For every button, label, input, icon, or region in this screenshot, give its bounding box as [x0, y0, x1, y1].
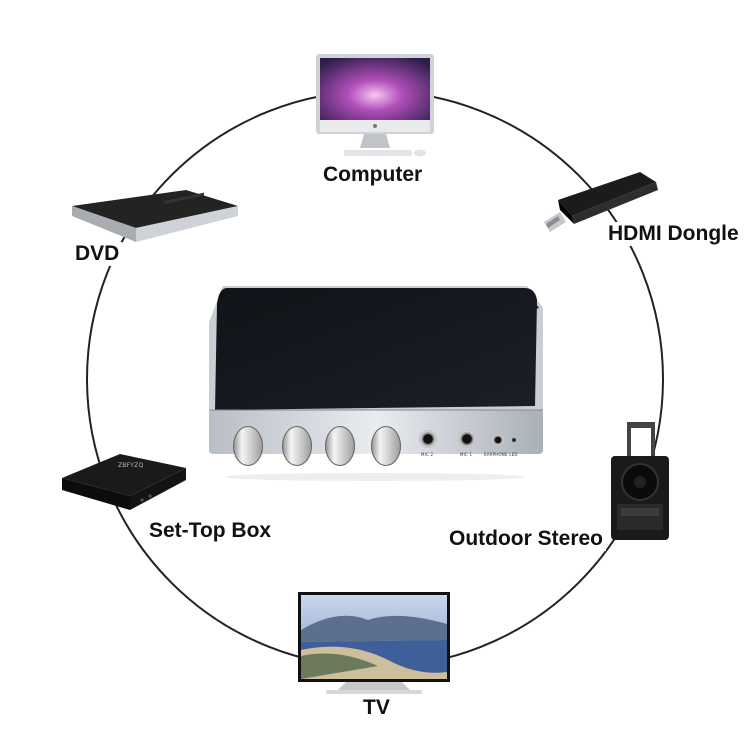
- mic-1-port-label: MIC 1: [460, 452, 473, 457]
- outdoor-stereo-label: Outdoor Stereo: [446, 527, 607, 551]
- dvd-label: DVD: [72, 242, 123, 266]
- volume-knob-2: [282, 426, 312, 466]
- dvd-player-image: [72, 190, 238, 242]
- volume-knob-3: [325, 426, 355, 466]
- set-top-box-label: Set-Top Box: [146, 519, 275, 543]
- mic-1-jack: [458, 430, 476, 448]
- mic-2-jack: [419, 430, 437, 448]
- set-top-box-image: [62, 454, 186, 510]
- earphone-led-port-label: EARPHONE LED: [484, 452, 518, 457]
- set-top-box-brand: ZBFYZQ: [118, 462, 144, 469]
- tv-label: TV: [360, 696, 393, 720]
- tv-image: [298, 592, 450, 694]
- earphone-jack: [492, 434, 504, 446]
- volume-knob-4: [371, 426, 401, 466]
- hdmi-dongle-label: HDMI Dongle: [605, 222, 742, 246]
- computer-label: Computer: [320, 163, 426, 187]
- mic-2-port-label: MIC 2: [421, 452, 434, 457]
- volume-knob-1: [233, 426, 263, 466]
- outdoor-stereo-image: [611, 422, 669, 540]
- led-indicator: [512, 438, 516, 442]
- computer-image: [316, 54, 434, 157]
- hdmi-dongle-image: [544, 172, 658, 232]
- karaoke-mixer-image: [209, 286, 543, 481]
